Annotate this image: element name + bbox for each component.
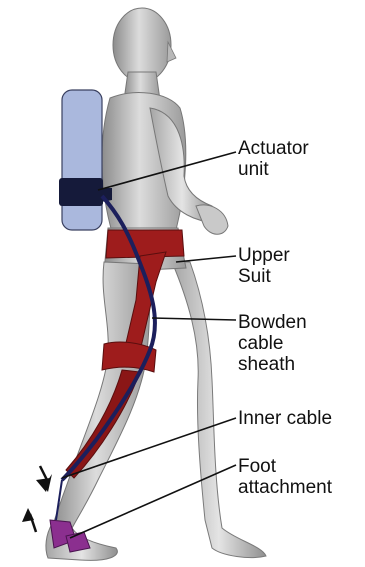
label-foot-attachment: Foot attachment (238, 456, 332, 498)
label-inner-cable: Inner cable (238, 408, 332, 429)
foot-attachment (50, 520, 90, 552)
label-bowden-cable-sheath: Bowden cable sheath (238, 312, 307, 375)
label-upper-suit: Upper Suit (238, 245, 290, 287)
label-actuator-unit: Actuator unit (238, 138, 309, 180)
up-down-arrows-icon (22, 466, 52, 532)
leader-upper-suit (176, 256, 236, 262)
leader-bowden (152, 318, 236, 320)
